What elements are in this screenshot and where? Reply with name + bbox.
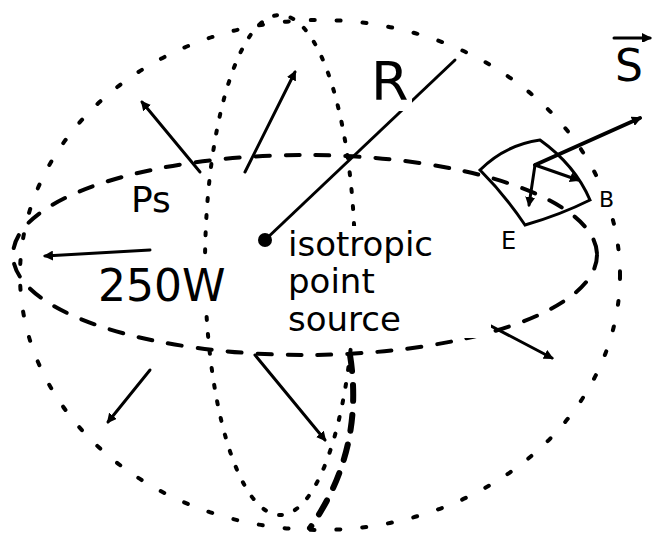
vector-arrow xyxy=(614,37,650,40)
field-label: E xyxy=(498,228,519,254)
power-value: 250W xyxy=(95,262,229,310)
radius-label: R xyxy=(368,52,412,111)
front-meridian xyxy=(310,355,353,528)
b-field-arrow xyxy=(535,165,578,180)
vector-label: S xyxy=(612,42,646,90)
point-source xyxy=(258,233,272,247)
source-label: isotropic point source xyxy=(285,226,491,338)
ray-arrow xyxy=(245,72,295,172)
ray-arrow xyxy=(255,355,325,440)
ray-arrow xyxy=(108,370,150,422)
poynting-arrow xyxy=(535,118,640,165)
equator xyxy=(13,155,597,355)
ray-arrow xyxy=(45,250,150,256)
power-label: Ps xyxy=(128,180,174,220)
e-field-arrow xyxy=(529,165,535,205)
ray-arrow xyxy=(142,102,200,172)
radius-line xyxy=(265,60,455,240)
area-patch xyxy=(480,140,590,225)
field-label: B xyxy=(596,188,617,212)
sphere-outline xyxy=(20,20,620,530)
